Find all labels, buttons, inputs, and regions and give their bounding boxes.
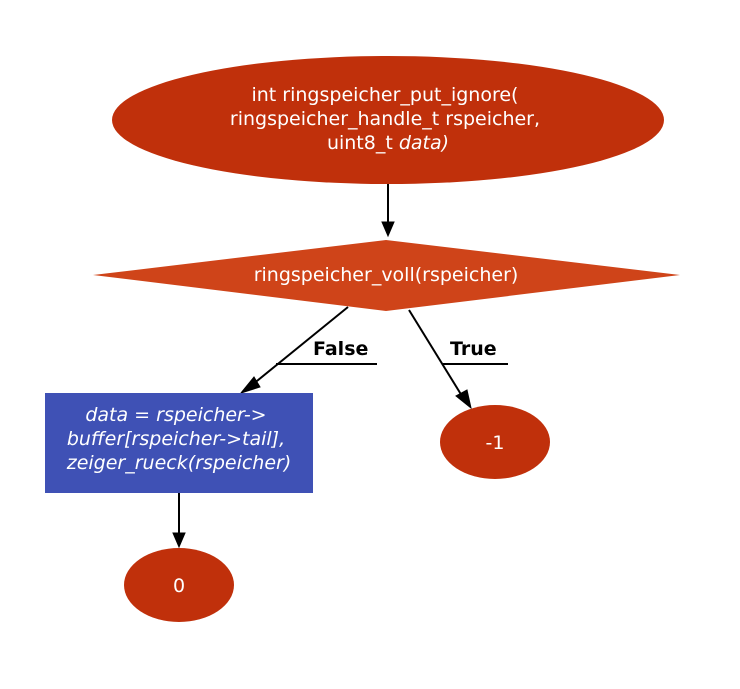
arrowhead [239,376,261,394]
return-true-ellipse [440,405,550,479]
start-label-line2: ringspeicher_handle_t rspeicher, [230,108,540,130]
node-start-function: int ringspeicher_put_ignore( ringspeiche… [112,56,664,184]
start-label-line3: uint8_t data) [327,132,449,154]
return-false-label: 0 [173,575,185,597]
start-label-line1: int ringspeicher_put_ignore( [251,84,518,106]
node-return-true: -1 [440,405,550,479]
arrowhead [455,389,472,410]
edge-label-false: False [313,338,368,360]
process-label-line1: data = rspeicher-> [85,404,266,426]
process-label-line2: buffer[rspeicher->tail], [67,428,285,450]
edge-decision-true: True [408,309,508,410]
start-label: int ringspeicher_put_ignore( ringspeiche… [230,84,546,154]
return-true-label: -1 [486,432,505,454]
process-label: data = rspeicher-> buffer[rspeicher->tai… [66,404,292,474]
start-label-line3-italic: data) [399,132,449,154]
process-rectangle [45,393,313,493]
decision-label: ringspeicher_voll(rspeicher) [254,264,519,286]
edge-label-true: True [450,338,497,360]
decision-diamond [93,240,680,311]
edge-start-to-decision [381,183,395,238]
start-ellipse [112,56,664,184]
arrowhead [381,221,395,238]
start-label-line3-plain: uint8_t [327,132,399,154]
process-label-line3: zeiger_rueck(rspeicher) [66,452,292,474]
edge-decision-false: False [239,306,377,394]
edge-process-to-return [172,493,186,549]
return-false-ellipse [124,548,234,622]
node-return-false: 0 [124,548,234,622]
node-process: data = rspeicher-> buffer[rspeicher->tai… [45,393,313,493]
node-decision: ringspeicher_voll(rspeicher) [93,240,680,311]
arrowhead [172,532,186,549]
